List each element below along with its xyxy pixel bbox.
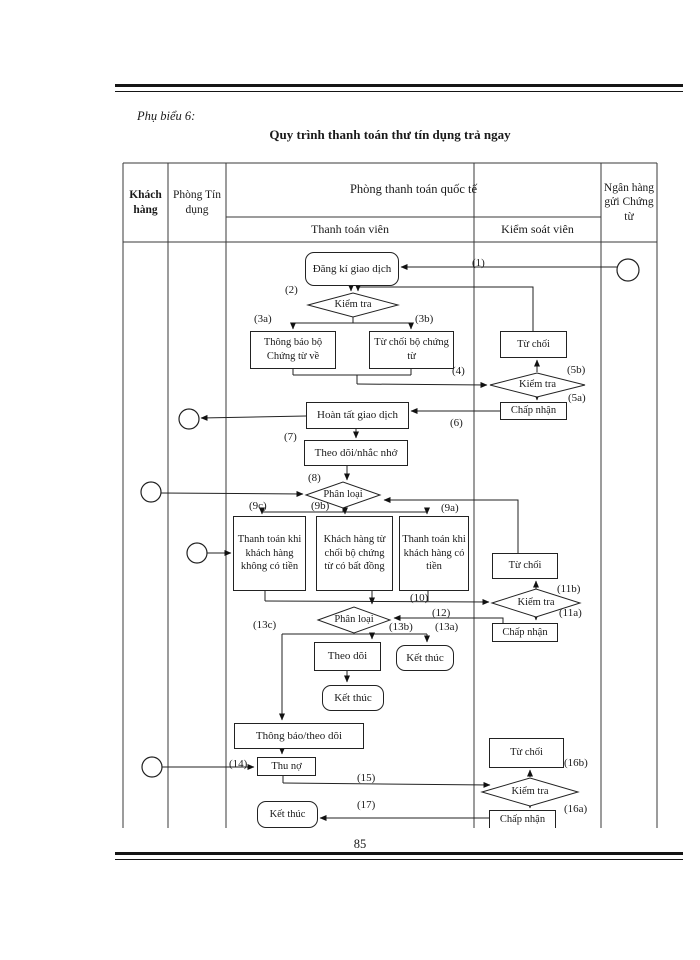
step-label-4: (4) bbox=[452, 365, 465, 377]
bottom-rule bbox=[115, 852, 683, 860]
step-label-10: (10) bbox=[410, 592, 429, 604]
diamond-phan-loai-13 bbox=[316, 606, 392, 634]
step-label-13b: (13b) bbox=[389, 621, 413, 633]
box-thong-bao-theo-doi: Thông báo/theo dõi bbox=[234, 723, 364, 749]
box-chap-nhan-16a: Chấp nhận bbox=[489, 810, 556, 828]
step-label-5a: (5a) bbox=[568, 392, 586, 404]
header-phong-tin-dung: Phòng Tín dụng bbox=[172, 189, 222, 216]
box-chap-nhan-5a: Chấp nhận bbox=[500, 402, 567, 420]
header-kiem-soat-vien: Kiểm soát viên bbox=[501, 222, 574, 236]
box-thanh-toan-khach-khong-tien: Thanh toán khi khách hàng không có tiền bbox=[233, 516, 306, 591]
step-label-14: (14) bbox=[229, 758, 248, 770]
step-label-9b: (9b) bbox=[311, 500, 330, 512]
box-thanh-toan-khach-co-tien: Thanh toán khi khách hàng có tiền bbox=[399, 516, 469, 591]
step-label-15: (15) bbox=[357, 772, 376, 784]
figure-caption: Phụ biểu 6: bbox=[137, 109, 196, 123]
diamond-kiem-tra-16 bbox=[480, 777, 580, 807]
box-dang-ki-giao-dich: Đăng kí giao dịch bbox=[305, 252, 399, 286]
step-label-6: (6) bbox=[450, 417, 463, 429]
diamond-text-kiem-tra-16: Kiểm tra bbox=[511, 786, 549, 797]
header-ngan-hang-gui-chung-tu: Ngân hàng gửi Chứng từ bbox=[603, 181, 655, 223]
header-khach-hang: Khách hàng bbox=[129, 189, 162, 216]
step-label-9a: (9a) bbox=[441, 502, 459, 514]
diamond-text-kiem-tra-2: Kiểm tra bbox=[334, 299, 372, 310]
step-label-13c: (13c) bbox=[253, 619, 277, 631]
diamond-text-kiem-tra-5: Kiểm tra bbox=[518, 379, 557, 390]
step-label-9c: (9c) bbox=[249, 500, 267, 512]
header-phong-thanh-toan-quoc-te: Phòng thanh toán quốc tế bbox=[349, 182, 478, 197]
diamond-kiem-tra-2 bbox=[306, 292, 400, 318]
step-label-1: (1) bbox=[472, 257, 485, 269]
box-tu-choi-5b: Từ chối bbox=[500, 331, 567, 358]
step-label-16a: (16a) bbox=[564, 803, 588, 815]
step-label-3b: (3b) bbox=[415, 313, 434, 325]
box-tu-choi-11b: Từ chối bbox=[492, 553, 558, 579]
box-tu-choi-16b: Từ chối bbox=[489, 738, 564, 768]
step-label-5b: (5b) bbox=[567, 364, 586, 376]
top-rule bbox=[115, 84, 683, 92]
diamond-text-phan-loai-8: Phân loại bbox=[323, 489, 363, 500]
step-label-11b: (11b) bbox=[557, 583, 581, 595]
header-thanh-toan-vien: Thanh toán viên bbox=[311, 222, 389, 236]
connector-circle-credit-dept-2 bbox=[186, 542, 208, 564]
box-chap-nhan-11a: Chấp nhận bbox=[492, 623, 558, 642]
box-thu-no: Thu nợ bbox=[257, 757, 316, 776]
step-label-12: (12) bbox=[432, 607, 451, 619]
step-label-17: (17) bbox=[357, 799, 376, 811]
table-grid bbox=[122, 162, 658, 828]
connector-circle-customer-2 bbox=[141, 756, 163, 778]
box-hoan-tat-giao-dich: Hoàn tất giao dịch bbox=[306, 402, 409, 429]
step-label-16b: (16b) bbox=[564, 757, 588, 769]
connector-circle-bank bbox=[616, 258, 640, 282]
connector-circle-credit-dept-1 bbox=[178, 408, 200, 430]
step-label-3a: (3a) bbox=[254, 313, 272, 325]
box-ket-thuc-13a: Kết thúc bbox=[396, 645, 454, 671]
diamond-kiem-tra-11 bbox=[490, 588, 582, 618]
diamond-kiem-tra-5 bbox=[489, 372, 586, 398]
box-ket-thuc-17: Kết thúc bbox=[257, 801, 318, 828]
box-thong-bao-bo-chung-tu-ve: Thông báo bộ Chứng từ về bbox=[250, 331, 336, 369]
step-label-13a: (13a) bbox=[435, 621, 459, 633]
page-title: Quy trình thanh toán thư tín dụng trả ng… bbox=[269, 127, 511, 142]
step-label-2: (2) bbox=[285, 284, 298, 296]
box-tu-choi-bo-chung-tu: Từ chối bộ chứng từ bbox=[369, 331, 454, 369]
step-label-7: (7) bbox=[284, 431, 297, 443]
box-theo-doi-nhac-nho: Theo dõi/nhắc nhở bbox=[304, 440, 408, 466]
step-label-11a: (11a) bbox=[559, 607, 582, 619]
connector-lines bbox=[140, 258, 640, 821]
step-label-8: (8) bbox=[308, 472, 321, 484]
diamond-text-phan-loai-13: Phân loại bbox=[334, 614, 374, 625]
box-ket-thuc-13b: Kết thúc bbox=[322, 685, 384, 711]
diamond-phan-loai-8 bbox=[304, 481, 382, 509]
connector-circle-customer-1 bbox=[140, 481, 162, 503]
page-number: 85 bbox=[353, 837, 367, 851]
diamond-text-kiem-tra-11: Kiểm tra bbox=[517, 597, 555, 608]
box-theo-doi: Theo dõi bbox=[314, 642, 381, 671]
box-khach-tu-choi-bat-dong: Khách hàng từ chối bộ chứng từ có bất đồ… bbox=[316, 516, 393, 591]
